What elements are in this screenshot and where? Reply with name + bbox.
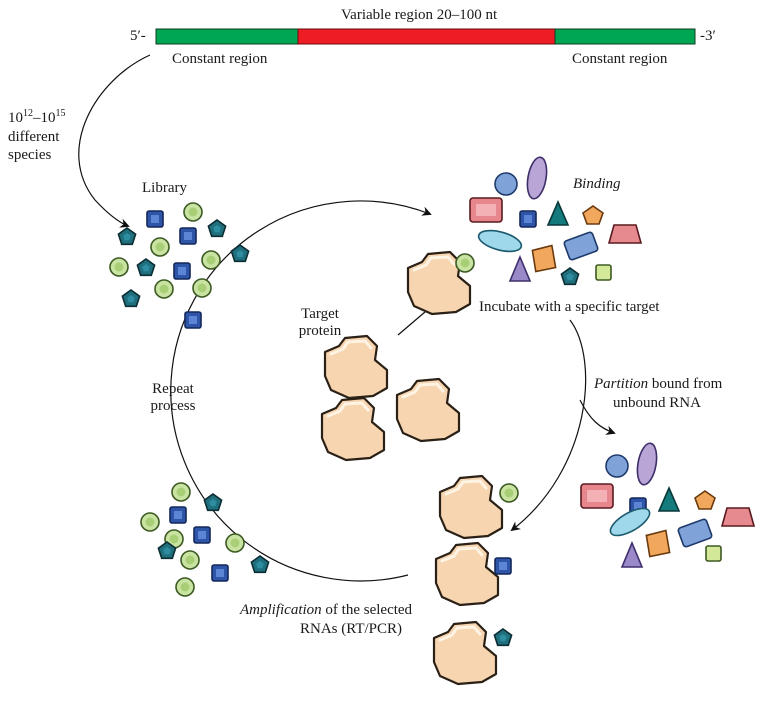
diversity-line3: species bbox=[8, 147, 52, 163]
partition-rest: bound from bbox=[648, 376, 723, 392]
diversity-exp2: 15 bbox=[55, 108, 66, 119]
diversity-line2: different bbox=[8, 129, 60, 145]
target-label-line1: Target bbox=[301, 306, 339, 322]
binding-molecules bbox=[469, 156, 643, 286]
amplification-italic: Amplification bbox=[240, 602, 322, 618]
target-label-line2: protein bbox=[298, 323, 342, 339]
constant-region-left-label: Constant region bbox=[172, 51, 268, 67]
target-protein-label: Target protein bbox=[290, 306, 350, 340]
library-arrow bbox=[78, 54, 151, 228]
variable-region-label: Variable region 20–100 nt bbox=[341, 7, 498, 23]
diversity-label: 1012–1015 bbox=[8, 108, 66, 127]
amplification-rest: of the selected bbox=[321, 602, 413, 618]
amplification-label: Amplification of the selected bbox=[240, 602, 412, 619]
partition-arrow bbox=[510, 319, 587, 532]
repeat-label-line1: Repeat bbox=[152, 381, 194, 397]
partition-line2: unbound RNA bbox=[613, 395, 701, 411]
constant-region-right-label: Constant region bbox=[572, 51, 668, 67]
library-molecules bbox=[109, 202, 250, 329]
library-label: Library bbox=[142, 180, 187, 196]
partition-side-arrow bbox=[579, 399, 616, 435]
diversity-exp1: 12 bbox=[23, 108, 33, 119]
bound-proteins-lower bbox=[432, 474, 519, 686]
diversity-base: 10 bbox=[8, 110, 23, 126]
constant-region-left-bar bbox=[155, 28, 299, 45]
three-prime-label: -3′ bbox=[700, 28, 716, 44]
incubate-label: Incubate with a specific target bbox=[479, 299, 660, 315]
amplification-line2: RNAs (RT/PCR) bbox=[300, 621, 403, 637]
target-proteins bbox=[320, 334, 461, 462]
five-prime-label: 5′- bbox=[130, 28, 146, 44]
partition-italic: Partition bbox=[594, 376, 649, 392]
selection-cycle-circle bbox=[170, 200, 432, 582]
diversity-dash: –10 bbox=[33, 110, 56, 126]
repeat-process-label: Repeat process bbox=[138, 381, 208, 415]
repeat-label-line2: process bbox=[150, 398, 196, 414]
partition-label: Partition bound from bbox=[594, 376, 722, 393]
variable-region-bar bbox=[297, 28, 556, 45]
amplified-molecules bbox=[140, 482, 270, 597]
constant-region-right-bar bbox=[554, 28, 696, 45]
binding-label: Binding bbox=[573, 176, 621, 192]
partition-molecules bbox=[580, 442, 756, 568]
